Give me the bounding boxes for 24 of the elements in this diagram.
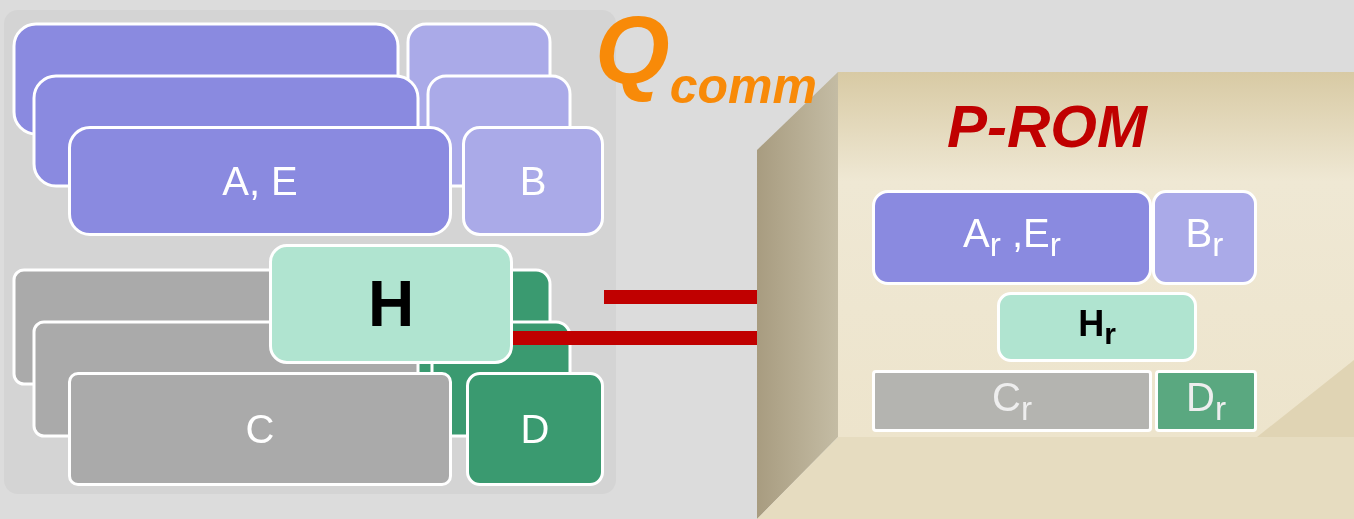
matrix-block (997, 292, 1197, 362)
box-title: P-ROM (947, 92, 1147, 161)
connector-bar (513, 331, 757, 345)
matrix-block (1155, 370, 1257, 432)
matrix-block (68, 126, 452, 236)
block-label: D$_{r}$ (1186, 374, 1226, 428)
block-label: C (245, 406, 275, 452)
block-label: A$_{r}$ ,E$_{r}$ (963, 211, 1061, 264)
matrix-block (1152, 190, 1257, 285)
block-label: C$_{r}$ (992, 374, 1032, 428)
matrix-block (466, 372, 604, 486)
block-label: B$_{r}$ (1185, 211, 1224, 264)
block-label: B (519, 158, 547, 204)
matrix-block (462, 126, 604, 236)
matrix-block (68, 372, 452, 486)
matrix-block (269, 244, 513, 364)
block-label: H$_{r}$ (1078, 302, 1116, 352)
block-label: H (367, 267, 415, 341)
block-label: D (520, 406, 550, 452)
connector-bar (604, 290, 757, 304)
quantity-label: Q$_{comm}$ (595, 0, 817, 116)
matrix-block (872, 190, 1152, 285)
block-label: A, E (222, 158, 298, 204)
matrix-block (872, 370, 1152, 432)
